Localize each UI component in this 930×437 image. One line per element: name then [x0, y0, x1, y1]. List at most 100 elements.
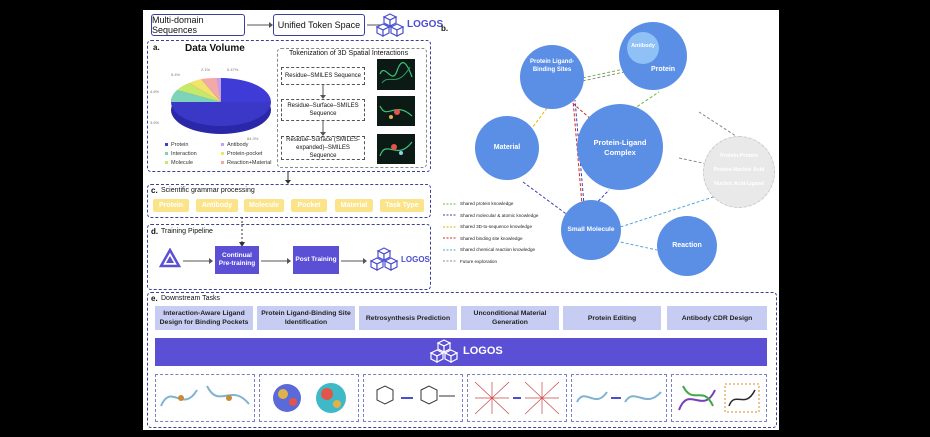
legend-line-binding — [443, 237, 457, 239]
seq-residue-surface-smiles: Residue–Surface–SMILES Sequence — [281, 99, 365, 121]
pie-pct-5: 3.6% — [150, 120, 160, 125]
down-arrow-icon — [320, 121, 326, 136]
legend-line-reaction — [443, 249, 457, 251]
example-editing-render — [576, 391, 662, 403]
panel-d-label: d. — [151, 227, 159, 236]
pie-legend: Protein Antibody Interaction Protein-poc… — [165, 140, 283, 167]
pie-pct-4: 4.6% — [150, 89, 160, 94]
node-reaction — [657, 216, 717, 276]
pie-slice-antibody — [217, 77, 221, 102]
edge-sm-reaction — [610, 239, 658, 251]
node-antibody — [627, 32, 659, 64]
legend-label-future: Future exploration — [460, 258, 498, 264]
tokenization-title: Tokenization of 3D Spatial Interactions — [289, 50, 409, 57]
node-small-molecule — [561, 200, 621, 260]
cubes-logo-icon — [429, 339, 459, 363]
node-complex — [577, 104, 663, 190]
example-cdr-render — [678, 383, 760, 413]
legend-label-3d: Shared 3D-to-sequence knowledge — [460, 224, 533, 230]
example-antibody-cdr — [671, 374, 767, 422]
legend-label-binding: Shared binding site knowledge — [460, 235, 523, 241]
structure-render-3 — [379, 141, 413, 157]
pie-pct-2: 2.1% — [201, 67, 211, 72]
task-material-generation: Unconditional Material Generation — [461, 306, 559, 330]
tag-material: Material — [335, 199, 373, 212]
logos-banner — [155, 338, 767, 366]
edge-sm-nucleic — [610, 189, 736, 231]
data-volume-pie — [170, 77, 271, 134]
data-volume-title: Data Volume — [185, 43, 245, 54]
legend-line-3d — [443, 226, 457, 228]
task-retrosynthesis: Retrosynthesis Prediction — [359, 306, 457, 330]
arrow-icon — [247, 22, 273, 28]
legend-label-molecular: Shared molecular & atomic knowledge — [460, 212, 539, 218]
panel-c-title: Scientific grammar processing — [161, 187, 255, 194]
node-protein-label: Protein — [650, 66, 676, 73]
panel-d — [147, 224, 431, 290]
cubes-logo-icon — [369, 247, 399, 271]
legend-label-reaction: Shared chemical reaction knowledge — [460, 247, 536, 253]
pie-slice-molecule — [177, 83, 221, 102]
legend-reaction-material: Reaction+Material — [227, 159, 272, 166]
arrow-icon — [341, 258, 367, 264]
example-binding-site — [259, 374, 359, 422]
arrow-icon — [261, 258, 291, 264]
figure-panel: Multi-domain Sequences Unified Token Spa… — [143, 10, 779, 430]
tag-antibody: Antibody — [196, 199, 238, 212]
node-material-label: Material — [493, 144, 521, 151]
legend-antibody: Antibody — [227, 141, 249, 148]
edge-sm-bs — [572, 99, 584, 217]
panel-c-label: c. — [151, 186, 158, 195]
logos-title-d: LOGOS — [401, 255, 430, 264]
legend-protein: Protein — [171, 141, 189, 148]
arrow-icon — [183, 258, 213, 264]
base-model-icon — [159, 248, 181, 268]
task-protein-editing: Protein Editing — [563, 306, 661, 330]
node-nucleic — [703, 136, 775, 208]
example-material — [467, 374, 567, 422]
continual-pretraining-box: Continual Pre-training — [215, 246, 259, 274]
panel-e-title: Downstream Tasks — [161, 295, 221, 302]
logos-title: LOGOS — [407, 19, 444, 30]
node-material — [475, 116, 539, 180]
pie-slice-reaction — [201, 77, 221, 102]
structure-render-1 — [379, 62, 413, 84]
down-arrow-icon — [285, 172, 291, 184]
task-antibody-cdr: Antibody CDR Design — [667, 306, 767, 330]
panel-e — [147, 292, 777, 428]
graph-legend: Shared protein knowledge Shared molecula… — [443, 198, 575, 267]
down-arrow-icon — [320, 85, 326, 99]
legend-protein-pocket: Protein-pocket — [227, 150, 263, 157]
cubes-logo-icon — [375, 13, 405, 37]
node-reaction-label: Reaction — [672, 242, 702, 249]
seq-residue-surface-expanded: Residue–Surface (SMILES-expanded)–SMILES… — [281, 136, 365, 160]
tokenization-panel — [277, 48, 427, 168]
panel-c — [147, 184, 431, 218]
node-small-molecule-label: Small Molecule — [567, 226, 615, 233]
example-material-render — [474, 381, 560, 415]
node-antibody-label: Antibody — [631, 43, 655, 49]
panel-d-title: Training Pipeline — [161, 228, 213, 235]
node-complex-label: Protein-Ligand Complex — [593, 138, 647, 157]
panel-a-label: a. — [153, 43, 160, 52]
edge-bs-protein — [572, 67, 630, 81]
pie-slice-protein-pocket — [189, 79, 221, 102]
logos-banner-title: LOGOS — [463, 345, 503, 357]
structure-render-2 — [379, 105, 413, 119]
node-nucleic-3: Nucleic Acid-Ligand — [714, 181, 764, 187]
edge-protein-nucleic — [698, 111, 740, 139]
panel-a — [147, 40, 431, 172]
legend-line-future — [443, 260, 457, 262]
node-binding-sites-label: Protein Ligand-Binding Sites — [530, 59, 574, 73]
edge-bs-protein-2 — [572, 70, 630, 84]
node-nucleic-2: Protein-Nucleic Acid — [713, 167, 765, 173]
task-binding-site: Protein Ligand-Binding Site Identificati… — [257, 306, 355, 330]
pie-slice-protein — [171, 102, 271, 126]
pie-pct-1: 0.47% — [227, 67, 239, 72]
legend-interaction: Interaction — [171, 150, 197, 157]
task-ligand-design: Interaction-Aware Ligand Design for Bind… — [155, 306, 253, 330]
example-ligand-render — [160, 385, 250, 407]
legend-molecule: Molecule — [171, 159, 194, 166]
pie-slice-interaction — [170, 90, 221, 102]
post-training-box: Post Training — [293, 246, 339, 274]
